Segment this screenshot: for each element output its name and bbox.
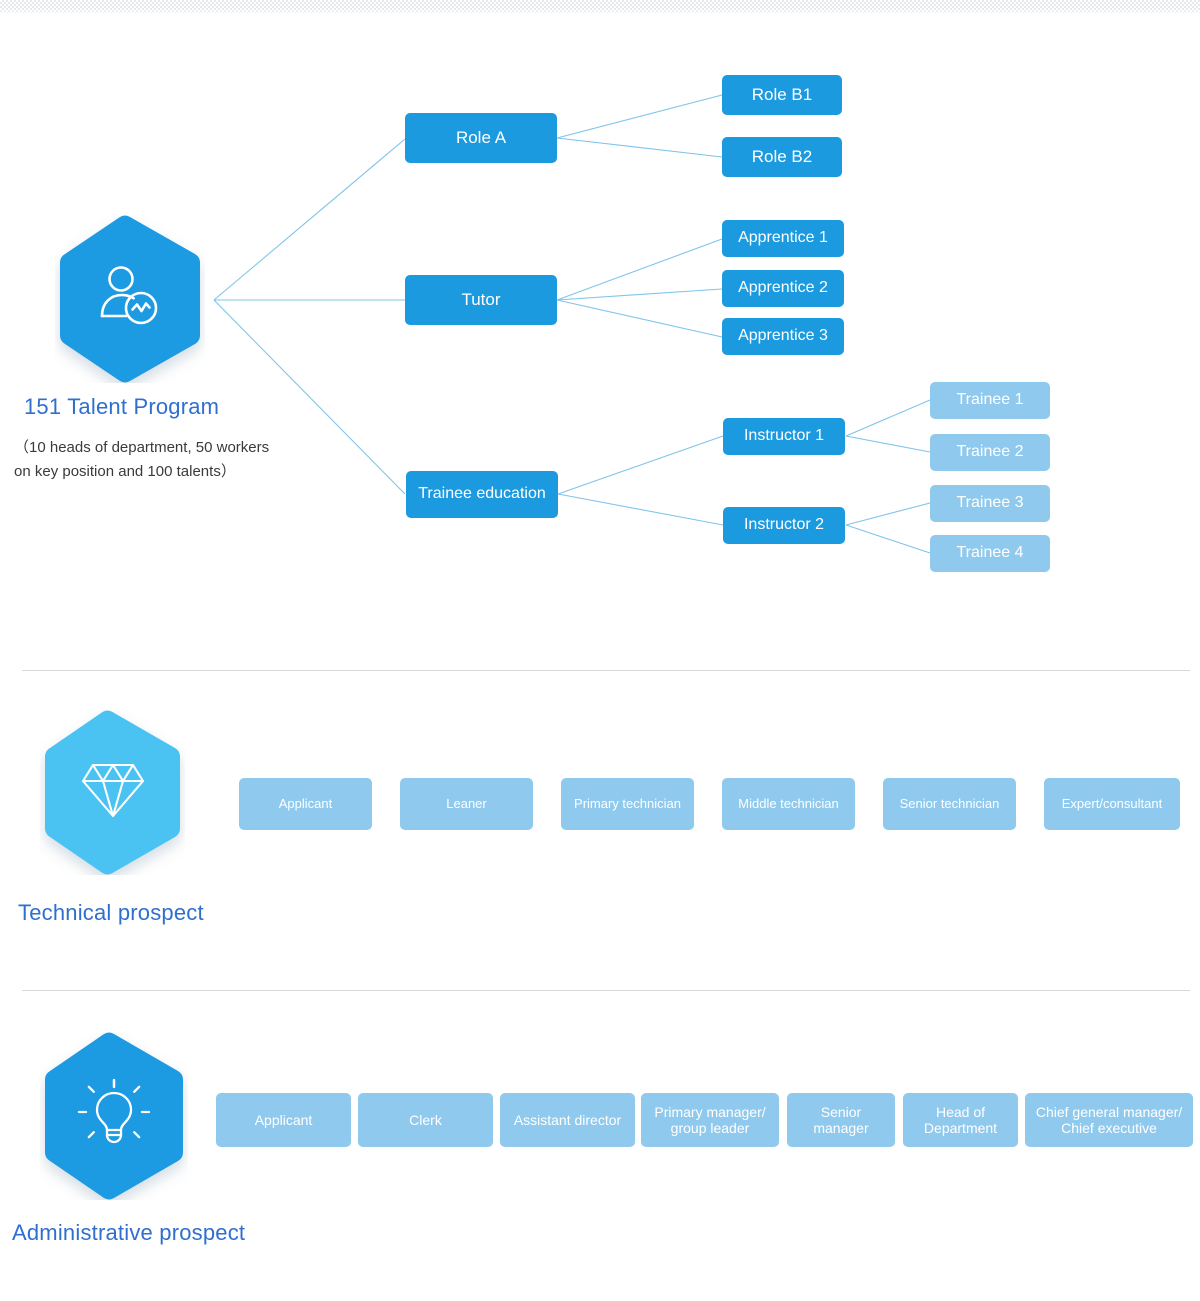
node-tutor[interactable]: Tutor [405,275,557,325]
technical-step-0[interactable]: Applicant [239,778,372,830]
technical-hexagon-badge [40,710,185,875]
administrative-step-1[interactable]: Clerk [358,1093,493,1147]
administrative-step-5[interactable]: Head of Department [903,1093,1018,1147]
administrative-step-4[interactable]: Senior manager [787,1093,895,1147]
node-trainee-education[interactable]: Trainee education [406,471,558,518]
technical-step-3[interactable]: Middle technician [722,778,855,830]
administrative-step-6[interactable]: Chief general manager/ Chief executive [1025,1093,1193,1147]
node-apprentice-3[interactable]: Apprentice 3 [722,318,844,355]
talent-hexagon-badge [55,215,205,383]
administrative-hexagon-badge [40,1032,188,1200]
talent-section-subtitle: （10 heads of department, 50 workers on k… [14,439,270,480]
technical-step-4[interactable]: Senior technician [883,778,1016,830]
node-trainee-2[interactable]: Trainee 2 [930,434,1050,471]
diamond-icon [80,759,146,826]
node-trainee-3[interactable]: Trainee 3 [930,485,1050,522]
section-divider-2 [22,990,1190,991]
administrative-section-title: Administrative prospect [12,1220,246,1245]
node-role-a[interactable]: Role A [405,113,557,163]
administrative-step-3[interactable]: Primary manager/ group leader [641,1093,779,1147]
node-instructor-2[interactable]: Instructor 2 [723,507,845,544]
node-apprentice-1[interactable]: Apprentice 1 [722,220,844,257]
technical-section-title: Technical prospect [18,900,204,925]
node-role-b1[interactable]: Role B1 [722,75,842,115]
administrative-step-0[interactable]: Applicant [216,1093,351,1147]
administrative-step-2[interactable]: Assistant director [500,1093,635,1147]
hexagon-shape [45,1032,183,1200]
node-trainee-1[interactable]: Trainee 1 [930,382,1050,419]
node-trainee-4[interactable]: Trainee 4 [930,535,1050,572]
node-role-b2[interactable]: Role B2 [722,137,842,177]
node-apprentice-2[interactable]: Apprentice 2 [722,270,844,307]
technical-step-5[interactable]: Expert/consultant [1044,778,1180,830]
node-instructor-1[interactable]: Instructor 1 [723,418,845,455]
top-texture-fade [0,8,1200,18]
hexagon-shape [45,710,180,875]
person-analytics-icon [93,260,167,339]
section-divider-1 [22,670,1190,671]
technical-step-2[interactable]: Primary technician [561,778,694,830]
technical-step-1[interactable]: Leaner [400,778,533,830]
talent-section-title: 151 Talent Program [24,394,220,419]
lightbulb-icon [77,1077,151,1156]
